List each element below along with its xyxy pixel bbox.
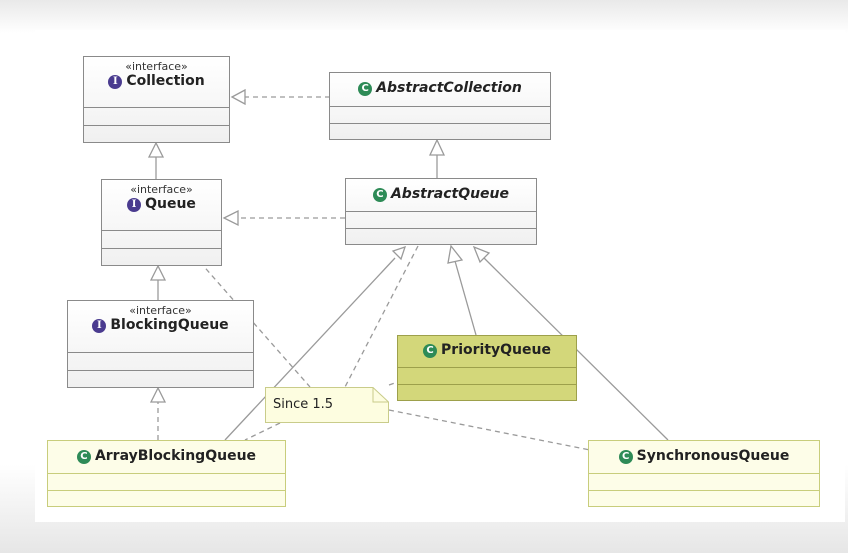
class-icon: C — [618, 449, 633, 464]
arrowhead-queue-realization — [222, 209, 239, 227]
edge-arrayblockingqueue-abstractqueue — [224, 257, 396, 441]
attributes-compartment — [346, 212, 536, 229]
class-name: Queue — [145, 196, 196, 212]
attributes-compartment — [84, 108, 229, 126]
arrowhead-collection-generalization — [147, 141, 165, 158]
interface-icon: I — [108, 74, 123, 89]
node-abstract-queue[interactable]: C AbstractQueue — [345, 178, 537, 245]
stereotype-label: «interface» — [130, 183, 193, 196]
node-array-blocking-queue[interactable]: C ArrayBlockingQueue — [47, 440, 286, 507]
node-header: «interface» I Collection — [84, 57, 229, 108]
class-name: SynchronousQueue — [636, 448, 790, 464]
arrowhead-queue-generalization — [149, 264, 167, 281]
class-icon: C — [358, 81, 373, 96]
attributes-compartment — [398, 368, 576, 385]
node-header: C PriorityQueue — [398, 336, 576, 368]
note-anchor-arrayblockingqueue — [244, 422, 281, 441]
node-synchronous-queue[interactable]: C SynchronousQueue — [588, 440, 820, 507]
node-header: C AbstractQueue — [346, 179, 536, 212]
class-icon: C — [76, 449, 91, 464]
note-shape — [265, 387, 389, 423]
node-header: «interface» I Queue — [102, 180, 221, 231]
node-blocking-queue[interactable]: «interface» I BlockingQueue — [67, 300, 254, 388]
note-anchor-synchronousqueue — [388, 409, 591, 451]
class-name: Collection — [126, 73, 205, 89]
note-anchor-priorityqueue — [388, 381, 399, 386]
operations-compartment — [398, 385, 576, 400]
attributes-compartment — [589, 474, 819, 491]
interface-icon: I — [92, 318, 107, 333]
class-name: AbstractCollection — [376, 80, 522, 96]
node-queue[interactable]: «interface» I Queue — [101, 179, 222, 266]
node-header: «interface» I BlockingQueue — [68, 301, 253, 353]
node-header: C AbstractCollection — [330, 73, 550, 107]
node-collection[interactable]: «interface» I Collection — [83, 56, 230, 143]
node-priority-queue[interactable]: C PriorityQueue — [397, 335, 577, 401]
note-anchor-queue — [199, 261, 311, 388]
class-name: AbstractQueue — [390, 186, 510, 202]
operations-compartment — [48, 491, 285, 506]
attributes-compartment — [330, 107, 550, 124]
operations-compartment — [346, 229, 536, 244]
note-since[interactable]: Since 1.5 — [265, 387, 389, 423]
arrowhead-collection-realization — [230, 88, 246, 106]
node-header: C SynchronousQueue — [589, 441, 819, 474]
class-icon: C — [423, 343, 438, 358]
operations-compartment — [102, 249, 221, 265]
operations-compartment — [589, 491, 819, 506]
stereotype-label: «interface» — [129, 304, 192, 317]
note-text: Since 1.5 — [273, 397, 334, 412]
node-abstract-collection[interactable]: C AbstractCollection — [329, 72, 551, 140]
attributes-compartment — [48, 474, 285, 491]
attributes-compartment — [68, 353, 253, 371]
stereotype-label: «interface» — [125, 60, 188, 73]
operations-compartment — [68, 371, 253, 387]
arrowhead-abstractqueue-generalization-3 — [472, 245, 491, 264]
arrowhead-abstractqueue-generalization-2 — [447, 244, 464, 264]
class-name: PriorityQueue — [441, 342, 551, 358]
class-name: ArrayBlockingQueue — [94, 448, 257, 464]
interface-icon: I — [127, 197, 142, 212]
edge-priorityqueue-abstractqueue — [454, 260, 477, 336]
operations-compartment — [330, 124, 550, 139]
arrowhead-blockingqueue-realization — [149, 386, 167, 403]
class-icon: C — [372, 187, 387, 202]
class-name: BlockingQueue — [110, 317, 229, 333]
attributes-compartment — [102, 231, 221, 249]
arrowhead-abstractqueue-generalization-1 — [391, 245, 407, 261]
operations-compartment — [84, 126, 229, 142]
node-header: C ArrayBlockingQueue — [48, 441, 285, 474]
arrowhead-abstractcollection-generalization — [428, 138, 446, 156]
